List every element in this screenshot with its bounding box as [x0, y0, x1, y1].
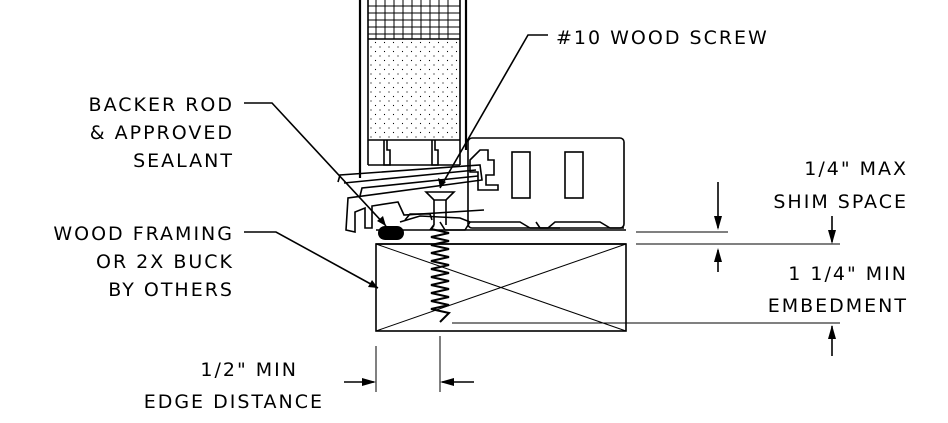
insulated-glass-grid: [368, 0, 460, 40]
wood-framing-label-1: WOOD FRAMING: [53, 223, 234, 245]
shim-label-2: SHIM SPACE: [773, 191, 908, 213]
wood-screw: [424, 191, 456, 323]
interior-receptor: [467, 137, 625, 229]
backer-rod-label-3: SEALANT: [133, 150, 234, 172]
embedment-dimension: [452, 216, 840, 356]
wood-framing-label-3: BY OTHERS: [108, 279, 234, 301]
shim-label-1: 1/4" MAX: [804, 158, 908, 180]
embedment-label-2: EMBEDMENT: [768, 295, 908, 317]
leader-lines: [244, 34, 548, 289]
backer-rod-label-1: BACKER ROD: [89, 94, 234, 116]
shim-space-dimension: [636, 182, 840, 272]
edge-label-2: EDGE DISTANCE: [144, 391, 324, 413]
wood-framing: [375, 229, 627, 332]
edge-distance-dimension: [344, 336, 474, 392]
backer-rod-label-2: & APPROVED: [90, 122, 234, 144]
receptor-slot-right: [564, 151, 584, 199]
glazing-unit: [358, 0, 468, 178]
edge-label-1: 1/2" MIN: [200, 359, 298, 381]
screw-label: #10 WOOD SCREW: [556, 27, 769, 49]
wood-framing-label-2: OR 2X BUCK: [96, 251, 234, 273]
stipple-fill: [369, 40, 459, 140]
embedment-label-1: 1 1/4" MIN: [788, 263, 908, 285]
receptor-slot-left: [511, 151, 531, 199]
